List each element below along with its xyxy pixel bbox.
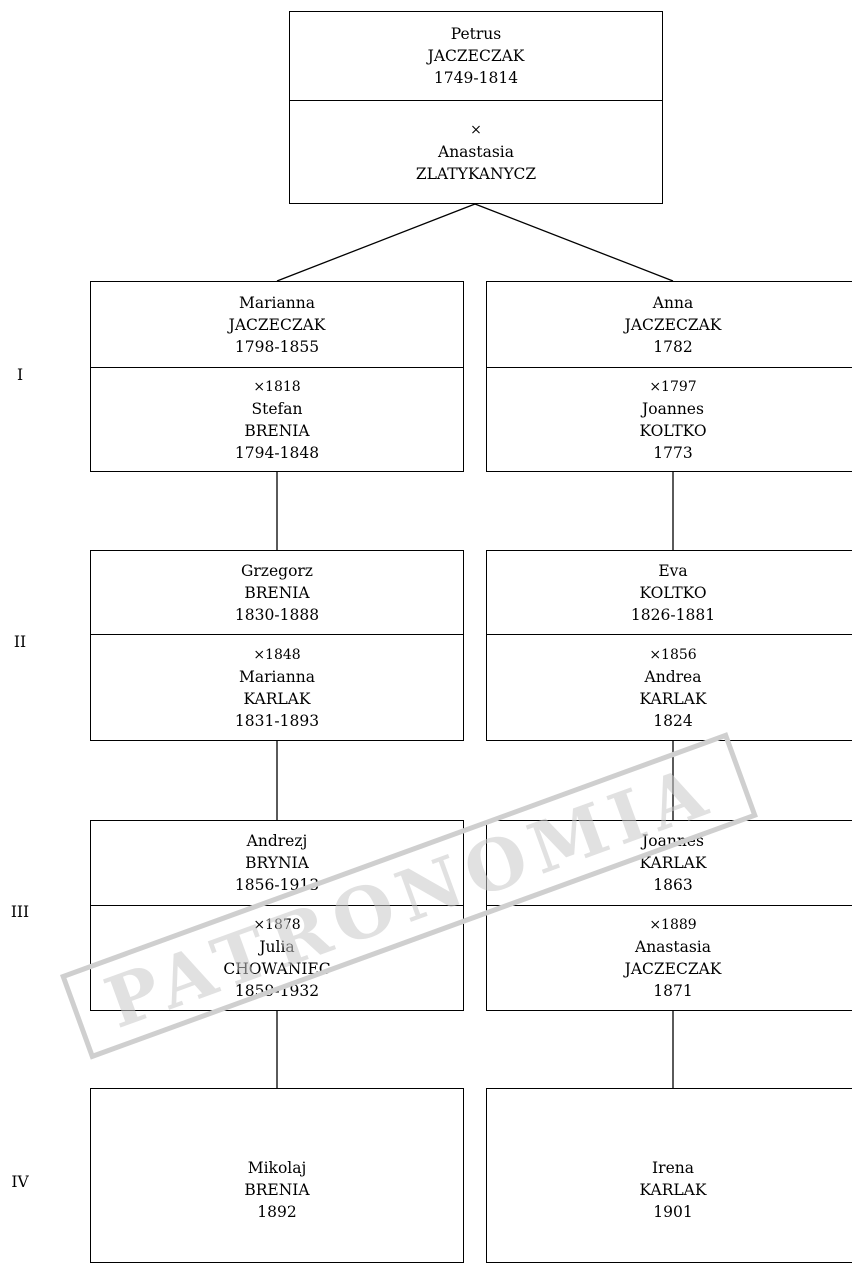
person-section: Anna JACZECZAK 1782 [487, 282, 852, 367]
marriage-section: ×1878 Julia CHOWANIEC 1859-1932 [91, 905, 463, 1010]
person-section: Eva KOLTKO 1826-1881 [487, 551, 852, 634]
marriage-mark: ×1848 [253, 646, 301, 663]
person-given-name: Marianna [239, 293, 315, 312]
spouse-surname: ZLATYKANYCZ [415, 165, 537, 183]
person-dates: 1830-1888 [234, 605, 320, 624]
person-given-name: Joannes [642, 832, 704, 850]
marriage-section: ×1856 Andrea KARLAK 1824 [487, 634, 852, 740]
person-surname: JACZECZAK [228, 315, 326, 334]
spouse-surname: KARLAK [639, 689, 707, 708]
generation-label-2: II [13, 633, 27, 651]
spouse-dates: 1871 [653, 982, 693, 1000]
marriage-mark: ×1878 [253, 917, 301, 933]
person-surname: JACZECZAK [624, 315, 722, 334]
person-section: Mikolaj BRENIA 1892 [91, 1089, 463, 1262]
spouse-surname: KOLTKO [639, 421, 707, 440]
marriage-section: ×1818 Stefan BRENIA 1794-1848 [91, 367, 463, 471]
generation-label-3: III [10, 903, 30, 921]
marriage-mark: × [470, 122, 482, 138]
spouse-dates: 1859-1932 [234, 982, 320, 1000]
person-given-name: Eva [658, 561, 688, 580]
spouse-surname: JACZECZAK [624, 960, 722, 978]
person-dates: 1749-1814 [433, 69, 519, 87]
spouse-given-name: Anastasia [438, 143, 514, 161]
left-gen4-box: Mikolaj BRENIA 1892 [90, 1088, 464, 1263]
person-given-name: Anna [652, 293, 694, 312]
marriage-mark: ×1818 [253, 378, 301, 395]
spouse-dates: 1831-1893 [234, 711, 320, 730]
person-dates: 1892 [257, 1203, 297, 1221]
marriage-section: ×1797 Joannes KOLTKO 1773 [487, 367, 852, 471]
marriage-mark: ×1856 [649, 646, 697, 663]
person-given-name: Mikolaj [247, 1159, 307, 1177]
marriage-section: ×1889 Anastasia JACZECZAK 1871 [487, 905, 852, 1010]
person-dates: 1798-1855 [234, 337, 320, 356]
person-given-name: Grzegorz [241, 561, 313, 580]
person-surname: JACZECZAK [427, 47, 525, 65]
person-surname: BRENIA [244, 1181, 310, 1199]
marriage-mark: ×1797 [649, 378, 697, 395]
spouse-dates: 1794-1848 [234, 443, 320, 462]
person-dates: 1782 [653, 337, 693, 356]
person-section: Irena KARLAK 1901 [487, 1089, 852, 1262]
spouse-surname: CHOWANIEC [223, 960, 331, 978]
spouse-given-name: Andrea [644, 667, 702, 686]
person-given-name: Petrus [450, 25, 502, 43]
person-section: Andrezj BRYNIA 1856-1913 [91, 821, 463, 905]
generation-label-4: IV [11, 1173, 29, 1191]
person-dates: 1901 [653, 1203, 693, 1221]
spouse-surname: BRENIA [244, 421, 310, 440]
person-surname: KARLAK [639, 1181, 707, 1199]
spouse-dates: 1773 [653, 443, 693, 462]
spouse-given-name: Stefan [251, 399, 303, 418]
person-surname: BRENIA [244, 583, 310, 602]
connector-root-left [276, 203, 476, 282]
marriage-section: ×1848 Marianna KARLAK 1831-1893 [91, 634, 463, 740]
person-surname: BRYNIA [245, 854, 309, 872]
person-given-name: Irena [652, 1159, 694, 1177]
person-section: Marianna JACZECZAK 1798-1855 [91, 282, 463, 367]
left-gen2-box: Grzegorz BRENIA 1830-1888 ×1848 Marianna… [90, 550, 464, 741]
spouse-given-name: Julia [259, 938, 295, 956]
root-marriage: × Anastasia ZLATYKANYCZ [290, 100, 662, 203]
person-section: Grzegorz BRENIA 1830-1888 [91, 551, 463, 634]
right-gen2-box: Eva KOLTKO 1826-1881 ×1856 Andrea KARLAK… [486, 550, 852, 741]
person-dates: 1856-1913 [234, 876, 320, 894]
right-gen1-box: Anna JACZECZAK 1782 ×1797 Joannes KOLTKO… [486, 281, 852, 472]
connector-root-right [474, 203, 674, 282]
right-gen4-box: Irena KARLAK 1901 [486, 1088, 852, 1263]
spouse-surname: KARLAK [243, 689, 311, 708]
spouse-given-name: Joannes [642, 399, 704, 418]
right-gen3-box: Joannes KARLAK 1863 ×1889 Anastasia JACZ… [486, 820, 852, 1011]
person-given-name: Andrezj [246, 832, 308, 850]
person-surname: KARLAK [639, 854, 707, 872]
marriage-mark: ×1889 [649, 917, 697, 933]
person-section: Joannes KARLAK 1863 [487, 821, 852, 905]
person-dates: 1863 [653, 876, 693, 894]
root-couple-box: Petrus JACZECZAK 1749-1814 × Anastasia Z… [289, 11, 663, 204]
left-gen1-box: Marianna JACZECZAK 1798-1855 ×1818 Stefa… [90, 281, 464, 472]
spouse-given-name: Anastasia [635, 938, 711, 956]
root-person: Petrus JACZECZAK 1749-1814 [290, 12, 662, 100]
left-gen3-box: Andrezj BRYNIA 1856-1913 ×1878 Julia CHO… [90, 820, 464, 1011]
person-dates: 1826-1881 [630, 605, 716, 624]
generation-label-1: I [16, 366, 24, 384]
spouse-given-name: Marianna [239, 667, 315, 686]
person-surname: KOLTKO [639, 583, 707, 602]
spouse-dates: 1824 [653, 711, 693, 730]
